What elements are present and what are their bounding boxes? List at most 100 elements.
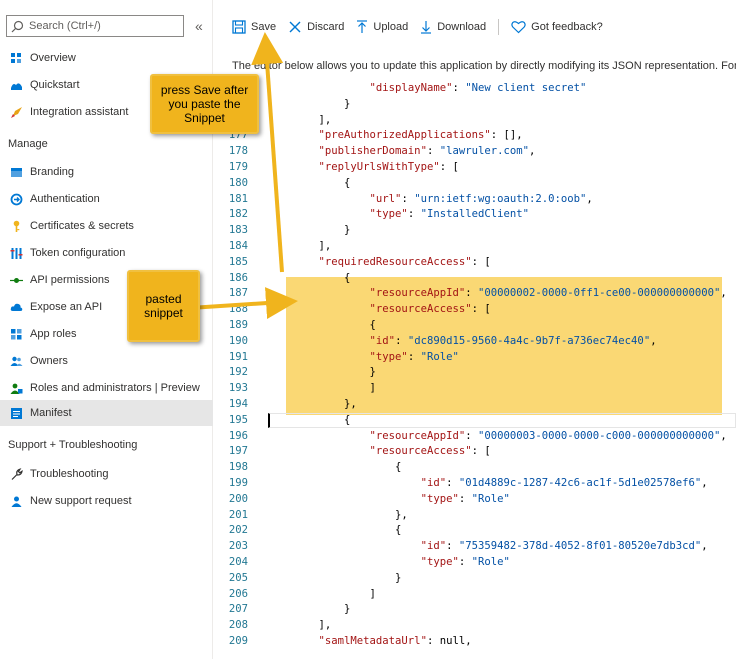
code-line: 200 "type": "Role" [213, 493, 736, 509]
sidebar-item-label: Integration assistant [30, 106, 129, 118]
code-line: ], [213, 114, 736, 130]
code-line: 178 "publisherDomain": "lawruler.com", [213, 145, 736, 161]
code-line: 199 "id": "01d4889c-1287-42c6-ac1f-5d1e0… [213, 477, 736, 493]
collapse-sidebar-button[interactable]: « [195, 18, 203, 34]
code-line: 190 "id": "dc890d15-9560-4a4c-9b7f-a736e… [213, 335, 736, 351]
sidebar-item-quickstart[interactable]: Quickstart [0, 72, 213, 98]
code-text: { [293, 176, 351, 189]
code-text: "preAuthorizedApplications": [], [318, 129, 523, 142]
code-line: 189 { [213, 319, 736, 335]
manage-section-header: Manage [8, 138, 48, 150]
code-line: 202 { [213, 524, 736, 540]
sidebar-item-token-configuration[interactable]: Token configuration [0, 240, 213, 266]
sidebar-item-label: Authentication [30, 193, 100, 205]
sidebar-item-label: Expose an API [30, 301, 103, 313]
code-line: 205 } [213, 572, 736, 588]
code-text: "displayName": "New client secret" [369, 83, 587, 94]
line-number: 181 [228, 192, 248, 205]
code-text: { [293, 319, 376, 331]
sidebar-item-label: API permissions [30, 274, 110, 286]
search-icon [11, 20, 24, 32]
upload-button[interactable]: Upload [356, 20, 408, 34]
upload-label: Upload [373, 21, 409, 33]
sidebar-item-api-permissions[interactable]: API permissions [0, 267, 213, 293]
sidebar-item-label: Token configuration [30, 247, 126, 259]
code-text: ], [293, 240, 332, 252]
code-text: } [293, 97, 351, 110]
code-line: 186 { [213, 272, 736, 288]
download-button[interactable]: Download [420, 20, 486, 34]
code-text: "replyUrlsWithType": [ [318, 161, 459, 173]
code-line: 180 { [213, 177, 736, 193]
code-line: 209 "samlMetadataUrl": null, [213, 635, 736, 651]
sidebar-item-authentication[interactable]: Authentication [0, 186, 213, 212]
line-number: 184 [228, 240, 248, 252]
sidebar-item-label: Troubleshooting [30, 468, 109, 480]
sidebar-item-manifest[interactable]: Manifest [0, 400, 213, 426]
line-number: 189 [228, 319, 248, 331]
sidebar-item-integration-assistant[interactable]: Integration assistant [0, 99, 213, 125]
line-number: 205 [228, 571, 248, 584]
code-text: ], [293, 113, 332, 126]
line-number: 202 [228, 524, 248, 537]
sidebar-item-app-roles[interactable]: App roles [0, 321, 213, 347]
line-number: 178 [228, 145, 248, 158]
sidebar-item-expose-an-api[interactable]: Expose an API [0, 294, 213, 320]
discard-button[interactable]: Discard [288, 20, 344, 34]
sidebar-item-roles-administrators[interactable]: Roles and administrators | Preview [0, 375, 213, 401]
code-text: "requiredResourceAccess": [ [318, 255, 491, 268]
line-number: 207 [228, 603, 248, 616]
code-text: "id": "75359482-378d-4052-8f01-80520e7db… [420, 540, 708, 553]
code-text: "type": "InstalledClient" [369, 208, 530, 221]
line-number: 196 [228, 429, 248, 442]
code-line: 198 { [213, 461, 736, 477]
sidebar-item-branding[interactable]: Branding [0, 159, 213, 185]
manifest-icon [11, 407, 22, 419]
code-line: 181 "url": "urn:ietf:wg:oauth:2.0:oob", [213, 193, 736, 209]
code-line: 196 "resourceAppId": "00000003-0000-0000… [213, 430, 736, 446]
command-bar: Save Discard Upload Download Got feedbac… [232, 17, 615, 37]
discard-label: Discard [307, 21, 345, 33]
sidebar-item-certificates-secrets[interactable]: Certificates & secrets [0, 213, 213, 239]
code-line: 203 "id": "75359482-378d-4052-8f01-80520… [213, 540, 736, 556]
search-placeholder: Search (Ctrl+/) [29, 20, 101, 32]
sidebar-item-label: Manifest [30, 407, 72, 419]
line-number: 188 [228, 303, 248, 316]
rocket-icon [11, 106, 22, 118]
line-number: 197 [228, 445, 248, 458]
line-number: 201 [228, 508, 248, 521]
feedback-button[interactable]: Got feedback? [511, 20, 603, 34]
sidebar-item-label: Overview [30, 52, 76, 64]
code-text: { [293, 524, 402, 537]
line-number: 204 [228, 556, 248, 568]
sidebar-item-new-support-request[interactable]: New support request [0, 488, 213, 514]
line-number: 203 [228, 540, 248, 553]
code-text: { [293, 271, 351, 284]
pasted-snippet-callout: pasted snippet [127, 270, 200, 342]
save-label: Save [251, 21, 277, 33]
code-line: 183 } [213, 224, 736, 240]
json-editor[interactable]: "displayName": "New client secret" } ],1… [213, 83, 736, 659]
support-section-header: Support + Troubleshooting [8, 439, 138, 451]
quickstart-icon [11, 82, 22, 90]
sidebar-item-label: New support request [30, 495, 132, 507]
code-text: "url": "urn:ietf:wg:oauth:2.0:oob", [369, 192, 593, 205]
support-icon [11, 496, 22, 507]
save-button[interactable]: Save [232, 20, 276, 34]
code-line: 184 ], [213, 240, 736, 256]
roles-icon [10, 383, 23, 394]
code-line: 177 "preAuthorizedApplications": [], [213, 129, 736, 145]
line-number: 191 [228, 350, 248, 363]
sidebar-item-overview[interactable]: Overview [0, 45, 213, 71]
sidebar-item-troubleshooting[interactable]: Troubleshooting [0, 461, 213, 487]
line-number: 183 [228, 224, 248, 237]
download-icon [421, 21, 432, 34]
line-number: 194 [228, 398, 248, 410]
save-callout: press Save after you paste the Snippet [150, 74, 259, 134]
code-line: 188 "resourceAccess": [ [213, 303, 736, 319]
code-text: }, [293, 508, 408, 521]
code-line: 201 }, [213, 509, 736, 525]
sidebar-item-owners[interactable]: Owners [0, 348, 213, 374]
cloud-icon [10, 303, 23, 311]
search-input[interactable]: Search (Ctrl+/) [6, 15, 184, 37]
